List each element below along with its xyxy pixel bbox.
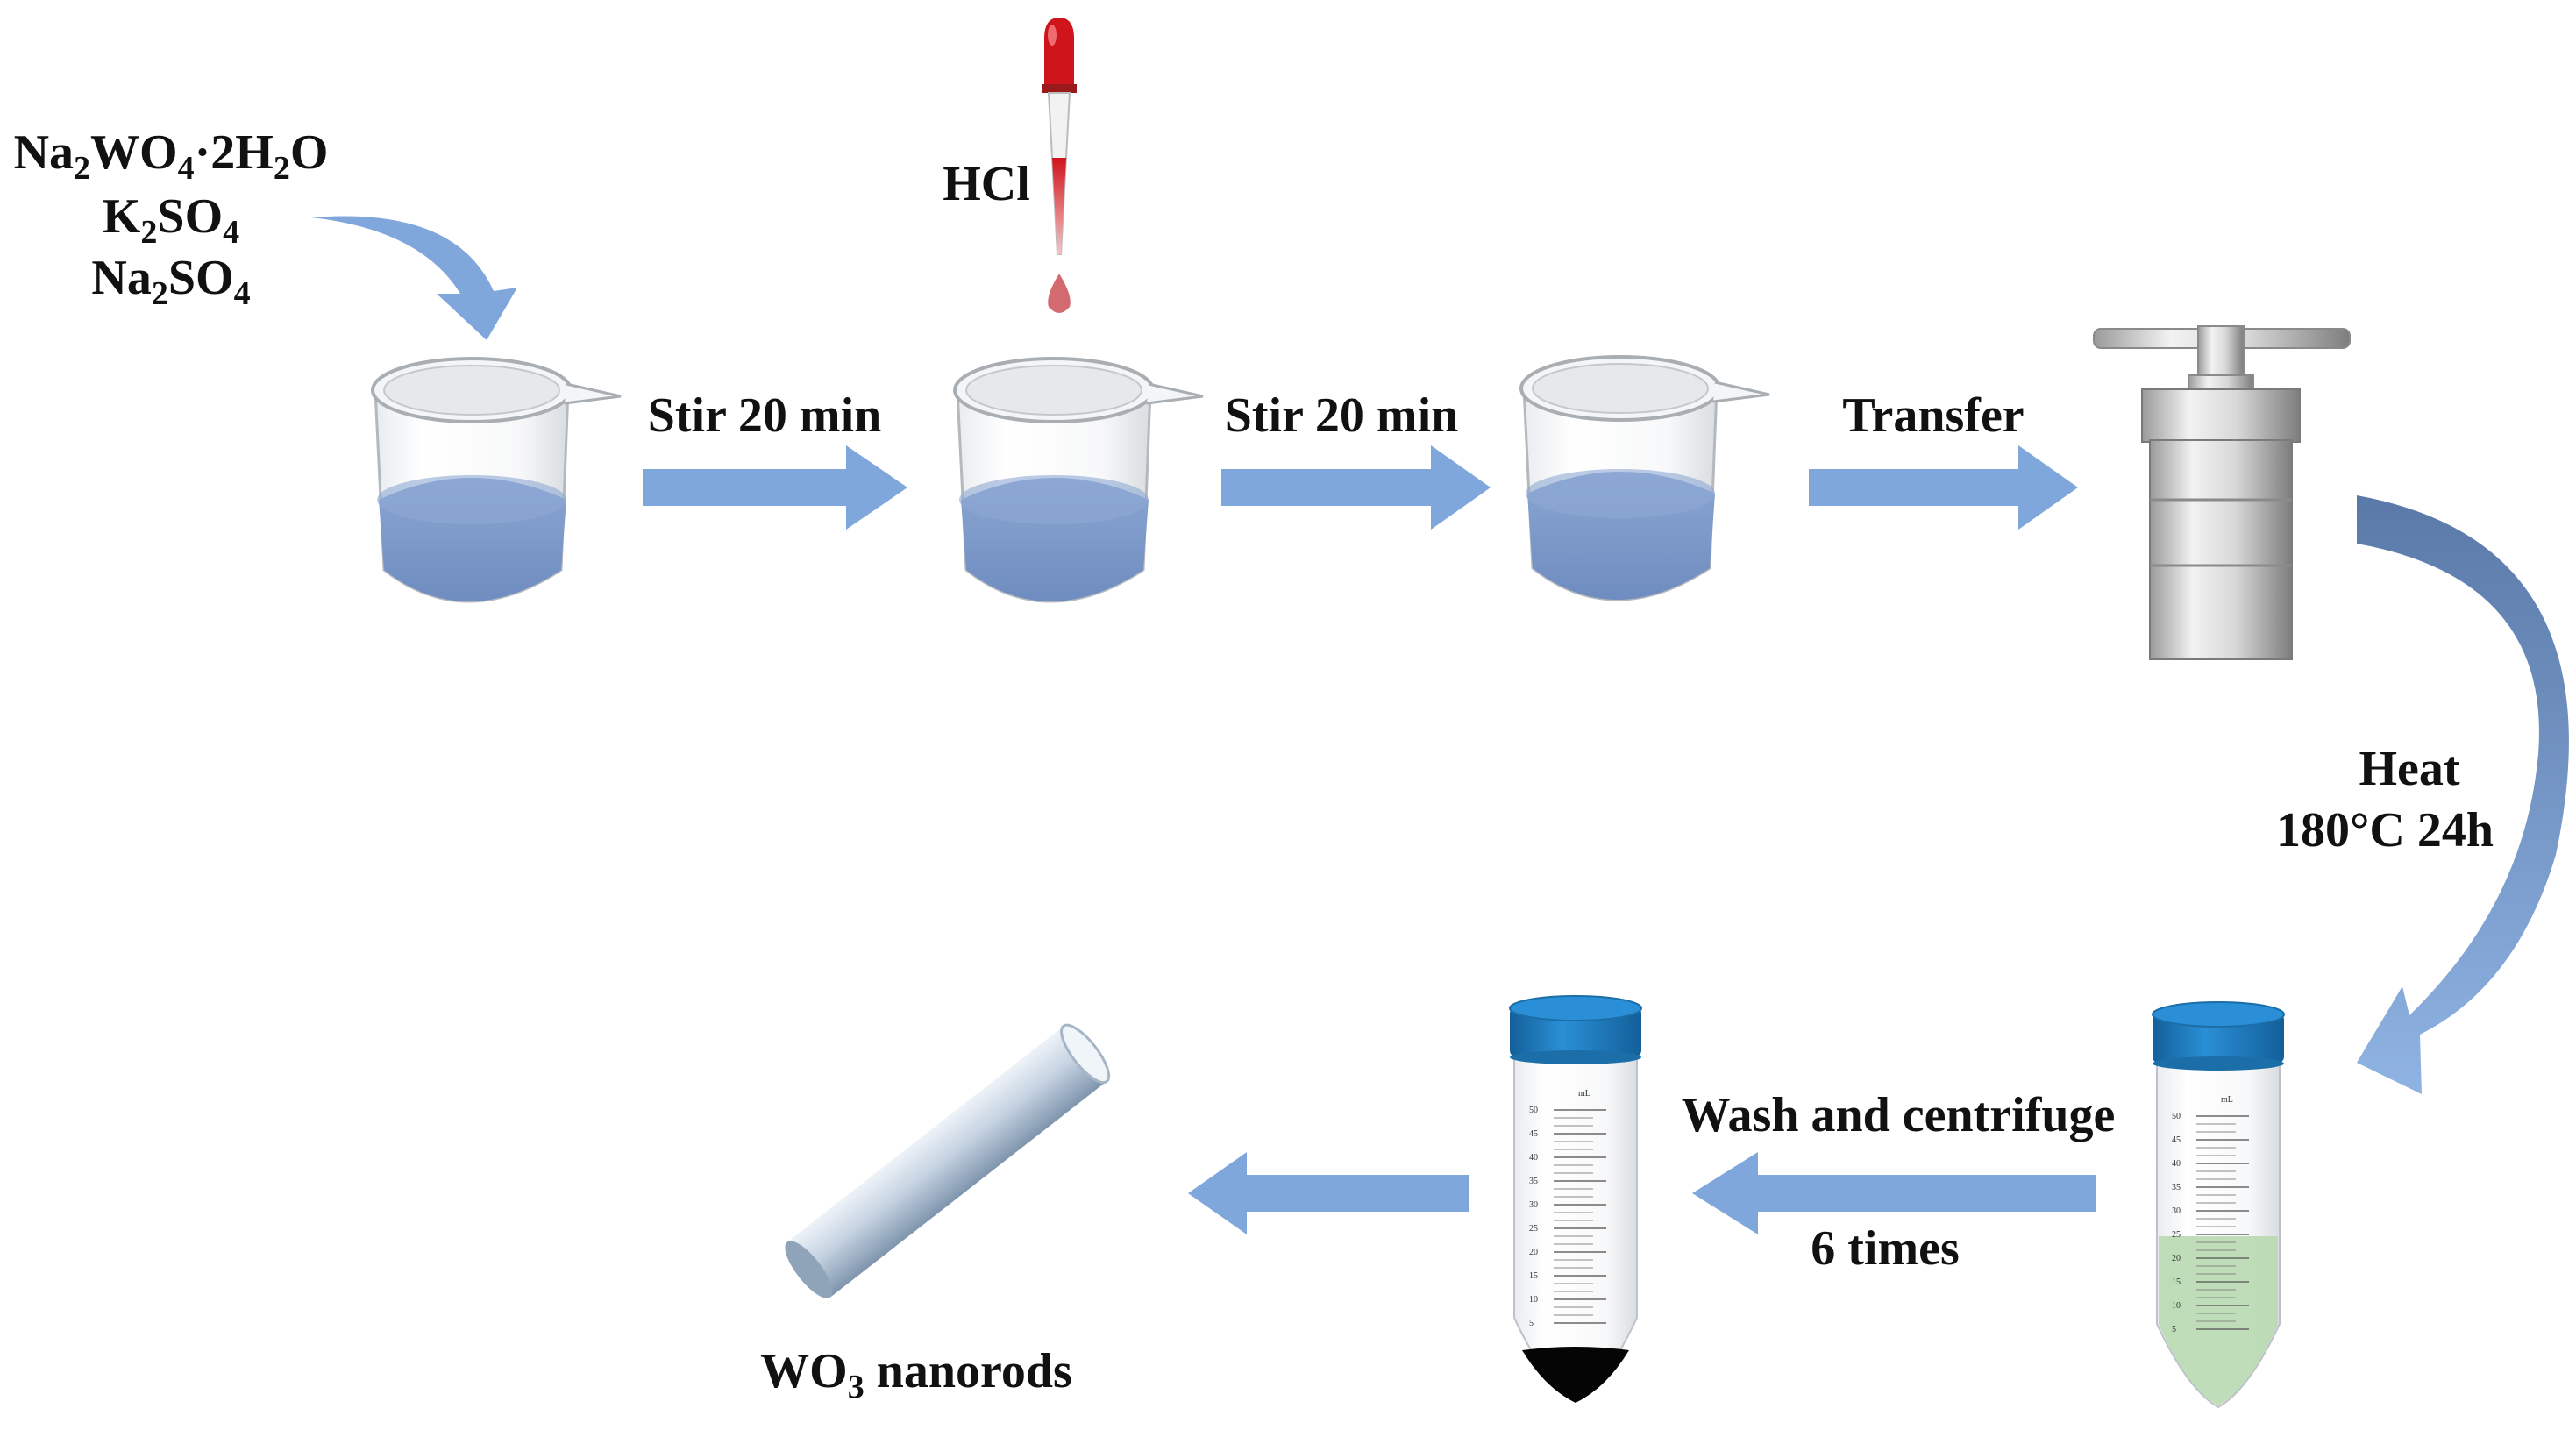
step-heat-label: Heat (2359, 742, 2459, 796)
reagent-label: Na2WO4·2H2O K2SO4 Na2SO4 (14, 125, 329, 312)
reagent-line-3: Na2SO4 (91, 251, 250, 312)
step-stir-2-label: Stir 20 min (1225, 388, 1459, 443)
step-transfer-label: Transfer (1842, 388, 2024, 443)
tube-scale-label: 40 (1529, 1153, 1538, 1163)
tube-scale-green: 50 45 40 35 30 25 20 15 10 5 (2172, 1112, 2249, 1334)
centrifuge-tube-green: mL 50 45 40 35 30 25 20 15 10 5 (2152, 1001, 2285, 1409)
tube-scale-label: 5 (2172, 1325, 2176, 1334)
reagent-line-2: K2SO4 (103, 189, 239, 251)
tube-scale-pellet: 50 45 40 35 30 25 20 15 10 5 (1529, 1106, 1606, 1328)
tube-scale-label: 20 (1529, 1248, 1538, 1257)
stir-2-arrow (1221, 445, 1491, 530)
hcl-label: HCl (943, 157, 1030, 211)
tube-scale-label: 35 (2172, 1183, 2181, 1192)
wash-arrow (1692, 1152, 2096, 1234)
tube-scale-label: 45 (2172, 1135, 2181, 1145)
tube-scale-label: 15 (1529, 1271, 1538, 1281)
beaker-3 (1519, 355, 1770, 601)
tube-scale-label: 10 (2172, 1301, 2181, 1311)
step-wash-label: Wash and centrifuge (1682, 1088, 2116, 1142)
tube-scale-label: 5 (1529, 1319, 1534, 1328)
black-pellet (1522, 1347, 1629, 1403)
tube-scale-label: 50 (2172, 1112, 2181, 1121)
tube-unit-label-pellet: mL (1578, 1089, 1590, 1099)
tube-scale-label: 30 (1529, 1200, 1538, 1210)
add-reagent-arrow (311, 216, 517, 340)
reagent-line-1: Na2WO4·2H2O (14, 125, 329, 187)
tube-scale-label: 25 (2172, 1230, 2181, 1240)
tube-scale-label: 10 (1529, 1295, 1538, 1305)
autoclave-icon (2093, 325, 2351, 660)
tube-scale-label: 20 (2172, 1254, 2181, 1263)
dropper-icon (1042, 18, 1077, 313)
product-label: WO3 nanorods (760, 1344, 1072, 1405)
centrifuge-tube-pellet: mL 50 45 40 35 30 25 20 15 10 5 (1509, 995, 1642, 1403)
step-wash-count: 6 times (1811, 1221, 1960, 1276)
tube-scale-label: 45 (1529, 1129, 1538, 1139)
tube-unit-label-green: mL (2221, 1095, 2233, 1105)
stir-1-arrow (643, 445, 907, 530)
tube-scale-label: 30 (2172, 1206, 2181, 1216)
final-arrow (1188, 1152, 1469, 1234)
tube-scale-label: 15 (2172, 1277, 2181, 1287)
transfer-arrow (1809, 445, 2078, 530)
beaker-1 (371, 357, 622, 603)
step-stir-1-label: Stir 20 min (648, 388, 882, 443)
tube-scale-label: 35 (1529, 1177, 1538, 1186)
tube-scale-label: 50 (1529, 1106, 1538, 1115)
step-heat-condition: 180°C 24h (2276, 803, 2494, 857)
nanorod-icon (785, 1023, 1111, 1298)
tube-scale-label: 25 (1529, 1224, 1538, 1234)
heat-arrow (2357, 495, 2569, 1094)
tube-scale-label: 40 (2172, 1159, 2181, 1169)
beaker-2 (953, 357, 1204, 603)
